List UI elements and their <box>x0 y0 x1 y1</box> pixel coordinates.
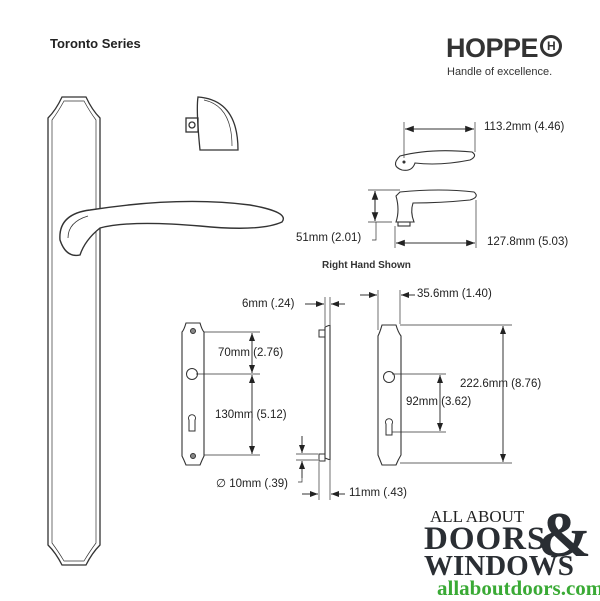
dim-plate-height: 222.6mm (8.76) <box>460 378 542 390</box>
rose-detail <box>185 96 239 151</box>
dim-profile-depth: 11mm (.43) <box>349 487 407 499</box>
watermark-line1: ALL ABOUT <box>430 507 525 526</box>
lever-top-view <box>394 122 476 171</box>
dim-lever-height: 51mm (2.01) <box>296 232 362 244</box>
right-hand-note: Right Hand Shown <box>322 260 411 271</box>
watermark-url: allaboutdoors.com <box>437 576 600 600</box>
page-title: Toronto Series <box>50 36 141 51</box>
dim-backset: 92mm (3.62) <box>406 396 472 408</box>
backplate-front-small <box>181 322 260 466</box>
watermark-line3: WINDOWS <box>424 550 574 582</box>
dim-screw-diameter: ∅ 10mm (.39) <box>216 478 289 490</box>
lever-handle-large <box>59 200 284 257</box>
dim-spindle-to-bottom: 130mm (5.12) <box>215 409 287 421</box>
backplate-front-dimensioned <box>360 290 512 466</box>
dim-spindle-to-top: 70mm (2.76) <box>218 347 284 359</box>
backplate-large <box>47 96 101 566</box>
brand-tagline: Handle of excellence. <box>447 66 553 78</box>
watermark-ampersand: & <box>538 499 592 570</box>
watermark-line2: DOORS <box>424 521 547 557</box>
lever-side-view <box>368 189 477 248</box>
dim-plate-thickness: 6mm (.24) <box>242 298 295 310</box>
backplate-side-profile <box>296 297 345 500</box>
dim-plate-width: 35.6mm (1.40) <box>417 288 492 300</box>
dim-lever-top-length: 113.2mm (4.46) <box>484 121 565 133</box>
dim-lever-length: 127.8mm (5.03) <box>487 236 569 248</box>
